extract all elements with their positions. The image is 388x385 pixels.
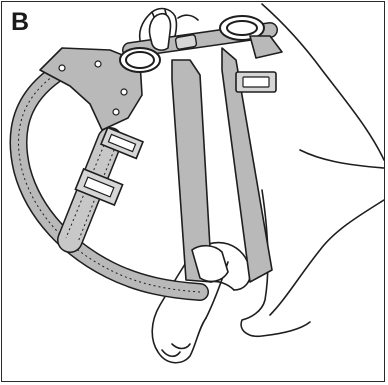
dog-chest-outline: [300, 150, 384, 168]
top-clip: [175, 34, 197, 49]
buckle-right: [236, 72, 276, 92]
dog-body-outline: [262, 4, 384, 160]
d-ring-left: [120, 48, 160, 72]
panel-label: B: [11, 10, 29, 35]
dog-back-leg-outline: [270, 200, 384, 315]
